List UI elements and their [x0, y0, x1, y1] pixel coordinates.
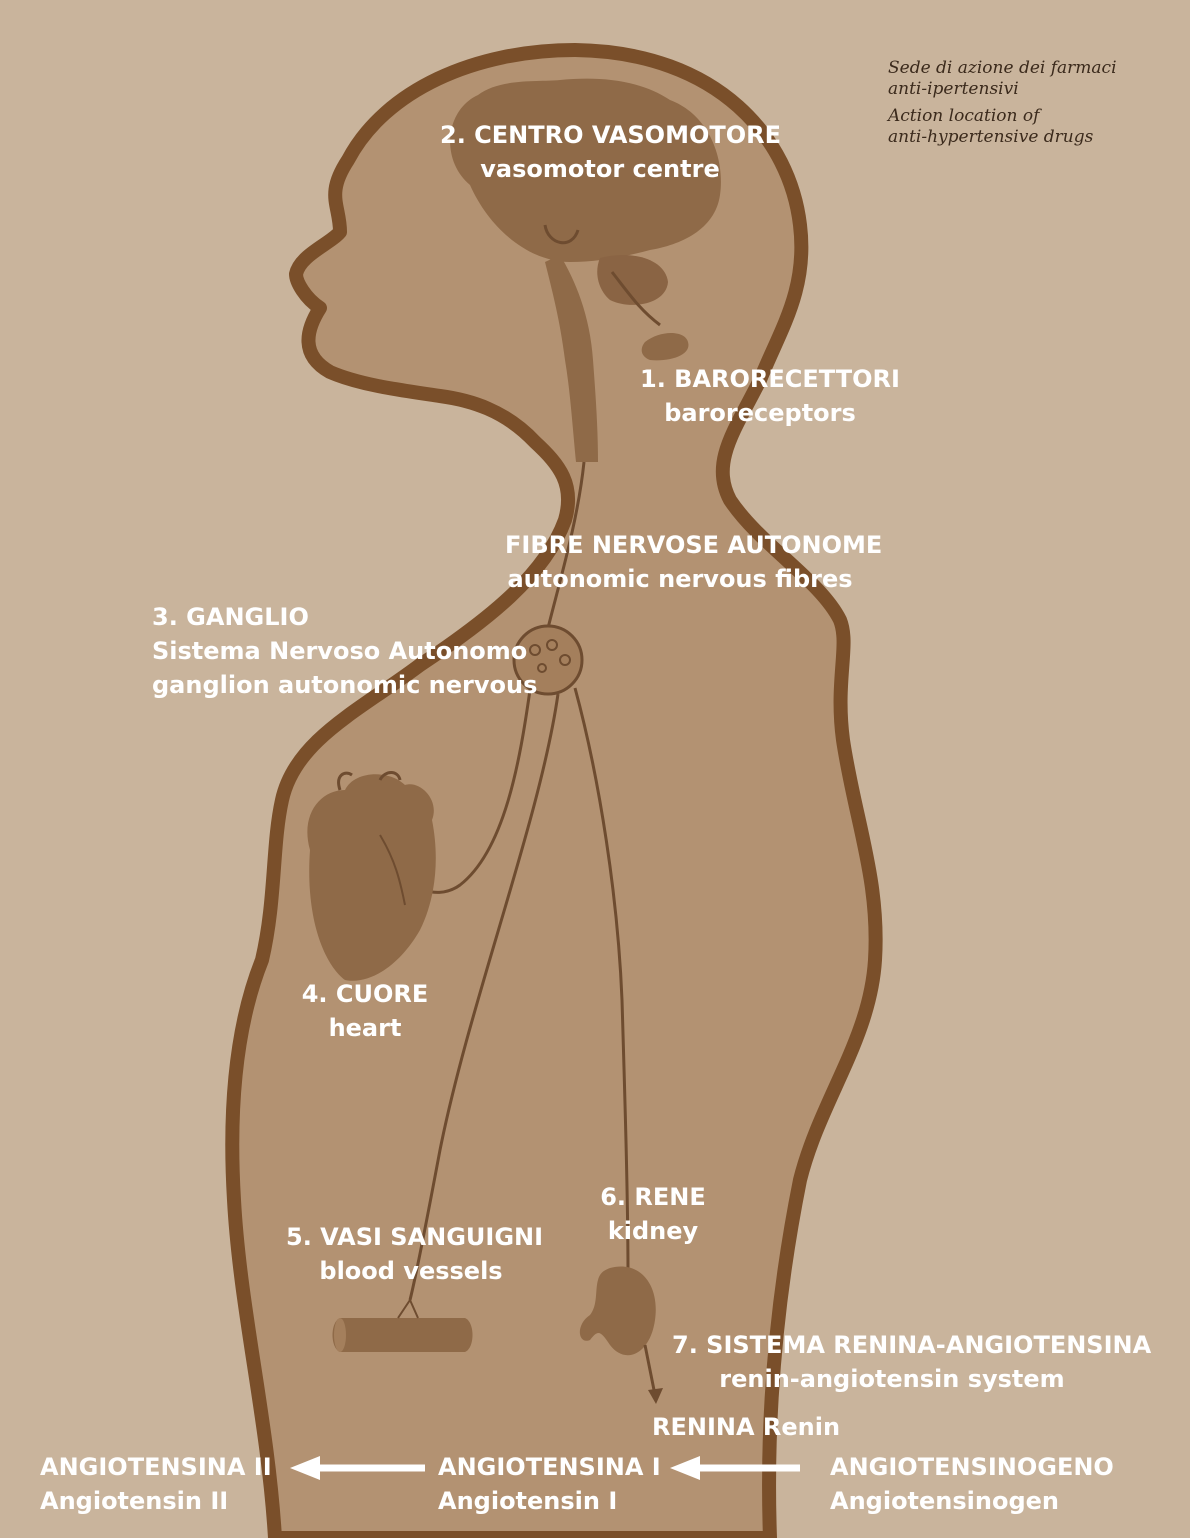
label-angiotensin1-en: Angiotensin I: [438, 1484, 661, 1518]
label-heart-en: heart: [285, 1011, 445, 1045]
label-heart-it: 4. CUORE: [285, 977, 445, 1011]
label-kidney-en: kidney: [588, 1214, 718, 1248]
label-renin: RENINA Renin: [652, 1410, 840, 1444]
label-blood-vessels: 5. VASI SANGUIGNI blood vessels: [286, 1220, 536, 1288]
label-vasomotor-en: vasomotor centre: [440, 152, 760, 186]
label-angiotensin2-en: Angiotensin II: [40, 1484, 272, 1518]
label-vasomotor-it: 2. CENTRO VASOMOTORE: [440, 118, 760, 152]
label-angiotensin-1: ANGIOTENSINA I Angiotensin I: [438, 1450, 661, 1518]
label-ras-it: 7. SISTEMA RENINA-ANGIOTENSINA: [672, 1328, 1112, 1362]
label-fibres-en: autonomic nervous fibres: [505, 562, 855, 596]
label-ganglion-it: 3. GANGLIO: [152, 600, 537, 634]
label-ras-en: renin-angiotensin system: [672, 1362, 1112, 1396]
label-angiotensin-2: ANGIOTENSINA II Angiotensin II: [40, 1450, 272, 1518]
label-baroreceptors-en: baroreceptors: [640, 396, 880, 430]
label-fibres-it: FIBRE NERVOSE AUTONOME: [505, 528, 855, 562]
label-kidney-it: 6. RENE: [588, 1180, 718, 1214]
label-vessels-it: 5. VASI SANGUIGNI: [286, 1220, 536, 1254]
label-heart: 4. CUORE heart: [285, 977, 445, 1045]
label-kidney: 6. RENE kidney: [588, 1180, 718, 1248]
label-autonomic-fibres: FIBRE NERVOSE AUTONOME autonomic nervous…: [505, 528, 855, 596]
figure-caption: Sede di azione dei farmaci anti-ipertens…: [888, 58, 1117, 148]
label-vessels-en: blood vessels: [286, 1254, 536, 1288]
label-angiotensinogen-en: Angiotensinogen: [830, 1484, 1114, 1518]
caption-italian-line1: Sede di azione dei farmaci: [888, 58, 1117, 79]
label-ganglion-it2: Sistema Nervoso Autonomo: [152, 634, 537, 668]
label-angiotensin2-it: ANGIOTENSINA II: [40, 1450, 272, 1484]
label-ganglion: 3. GANGLIO Sistema Nervoso Autonomo gang…: [152, 600, 537, 702]
label-vasomotor-centre: 2. CENTRO VASOMOTORE vasomotor centre: [440, 118, 760, 186]
blood-vessel-organ: [333, 1318, 473, 1352]
caption-english-line2: anti-hypertensive drugs: [888, 127, 1117, 148]
label-angiotensinogen-it: ANGIOTENSINOGENO: [830, 1450, 1114, 1484]
label-baroreceptors-it: 1. BARORECETTORI: [640, 362, 880, 396]
label-ganglion-en: ganglion autonomic nervous: [152, 668, 537, 702]
label-renin-angiotensin-system: 7. SISTEMA RENINA-ANGIOTENSINA renin-ang…: [672, 1328, 1112, 1396]
label-angiotensin1-it: ANGIOTENSINA I: [438, 1450, 661, 1484]
label-renin-text: RENINA Renin: [652, 1410, 840, 1444]
label-baroreceptors: 1. BARORECETTORI baroreceptors: [640, 362, 880, 430]
label-angiotensinogen: ANGIOTENSINOGENO Angiotensinogen: [830, 1450, 1114, 1518]
caption-english-line1: Action location of: [888, 106, 1117, 127]
caption-italian-line2: anti-ipertensivi: [888, 79, 1117, 100]
